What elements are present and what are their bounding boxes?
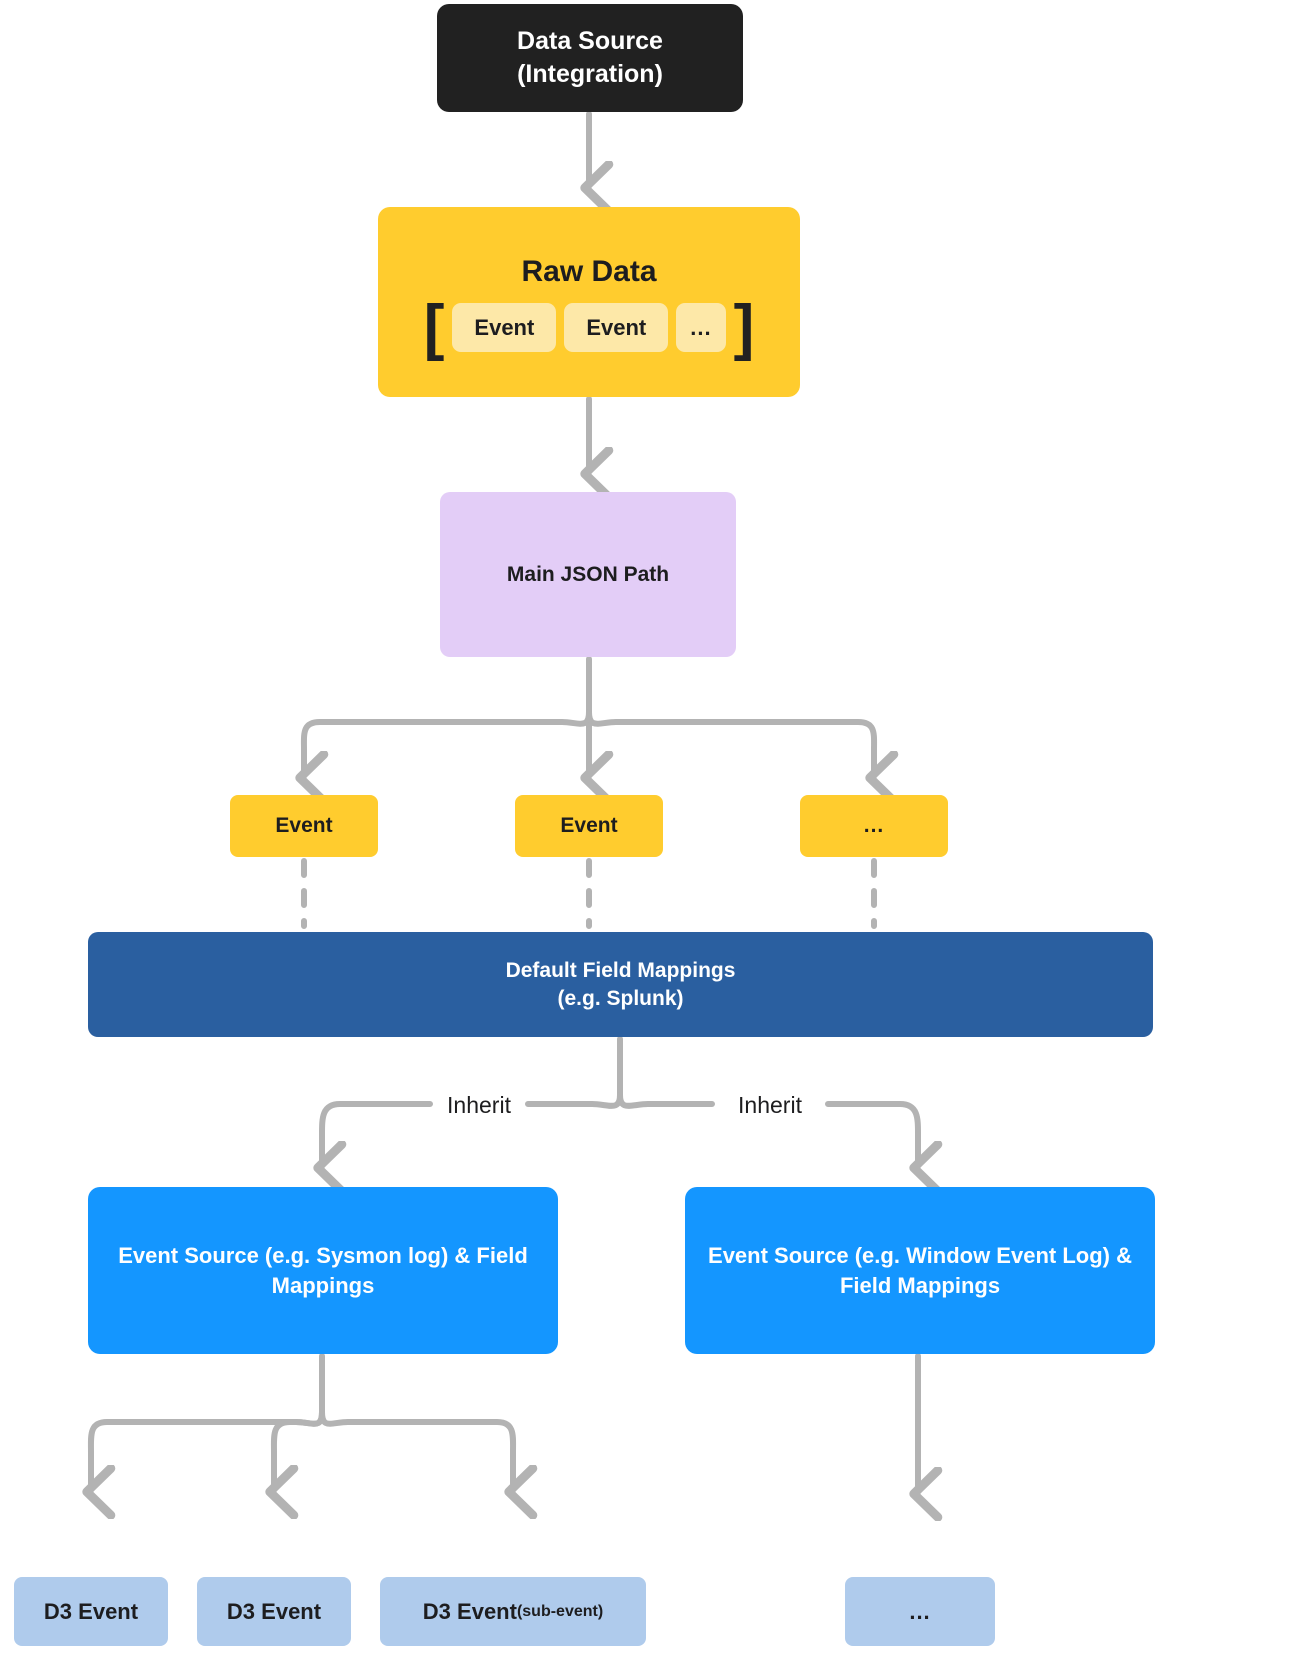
- data-source-line2: (Integration): [517, 60, 663, 88]
- event-ellipsis-label: ...: [863, 814, 885, 838]
- node-default-field-mappings[interactable]: Default Field Mappings (e.g. Splunk): [88, 932, 1153, 1037]
- open-bracket: [: [423, 292, 445, 362]
- event-source-windows-line1: Event Source (e.g. Window Event: [708, 1243, 1057, 1269]
- raw-event-chip-2[interactable]: Event: [564, 303, 669, 353]
- inherit-label-right: Inherit: [738, 1092, 803, 1118]
- d3-event-2-label: D3 Event: [226, 1598, 322, 1624]
- node-d3-event-sub[interactable]: D3 Event(sub-event): [380, 1577, 646, 1646]
- d3-event-1-label: D3 Event: [43, 1598, 139, 1624]
- edge-jsonpath-to-event1: [304, 709, 592, 776]
- node-event-ellipsis[interactable]: ...: [800, 795, 948, 857]
- inherit-label-left: Inherit: [447, 1092, 512, 1118]
- node-event-2[interactable]: Event: [515, 795, 663, 857]
- data-source-line1: Data Source: [517, 27, 663, 55]
- d3-event-ellipsis-label: ...: [909, 1598, 931, 1624]
- node-d3-event-2[interactable]: D3 Event: [197, 1577, 351, 1646]
- raw-event-chip-ellipsis[interactable]: ...: [676, 303, 726, 353]
- node-data-source[interactable]: Data Source (Integration): [437, 4, 743, 112]
- raw-data-title: Raw Data: [521, 254, 657, 288]
- edge-sysmon-to-d3c: [319, 1409, 513, 1490]
- edge-defaults-to-source-right-b: [825, 1101, 918, 1166]
- node-d3-event-1[interactable]: D3 Event: [14, 1577, 168, 1646]
- edge-jsonpath-to-event3: [586, 709, 874, 776]
- default-field-mappings-line2: (e.g. Splunk): [557, 986, 684, 1010]
- node-event-source-sysmon[interactable]: Event Source (e.g. Sysmon log) & Field M…: [88, 1187, 558, 1354]
- d3-event-sub-note: (sub-event): [516, 1602, 604, 1620]
- edge-defaults-to-source-left-a: [525, 1092, 623, 1109]
- node-event-source-windows[interactable]: Event Source (e.g. Window Event Log) & F…: [685, 1187, 1155, 1354]
- node-raw-data[interactable]: Raw Data [ Event Event ... ]: [378, 207, 800, 397]
- default-field-mappings-line1: Default Field Mappings: [505, 958, 736, 982]
- node-main-json-path[interactable]: Main JSON Path: [440, 492, 736, 657]
- d3-event-sub-label: D3 Event: [422, 1598, 517, 1624]
- event-source-sysmon-line1: Event Source (e.g. Sysmon log) &: [118, 1243, 471, 1269]
- edge-defaults-to-source-right-a: [617, 1092, 715, 1109]
- node-event-1[interactable]: Event: [230, 795, 378, 857]
- close-bracket: ]: [733, 292, 755, 362]
- event-2-label: Event: [560, 814, 618, 838]
- node-d3-event-ellipsis[interactable]: ...: [845, 1577, 995, 1646]
- event-source-sysmon-line2: Field Mappings: [271, 1243, 528, 1298]
- main-json-path-label: Main JSON Path: [506, 562, 670, 586]
- edge-sysmon-to-d3b: [274, 1409, 325, 1490]
- event-source-windows-line2: Log) & Field Mappings: [839, 1243, 1132, 1298]
- edge-sysmon-to-d3a: [91, 1409, 325, 1490]
- edge-defaults-to-source-left-b: [322, 1101, 433, 1166]
- event-1-label: Event: [275, 814, 333, 838]
- raw-event-chip-1[interactable]: Event: [452, 303, 557, 353]
- raw-data-array: [ Event Event ... ]: [423, 292, 755, 362]
